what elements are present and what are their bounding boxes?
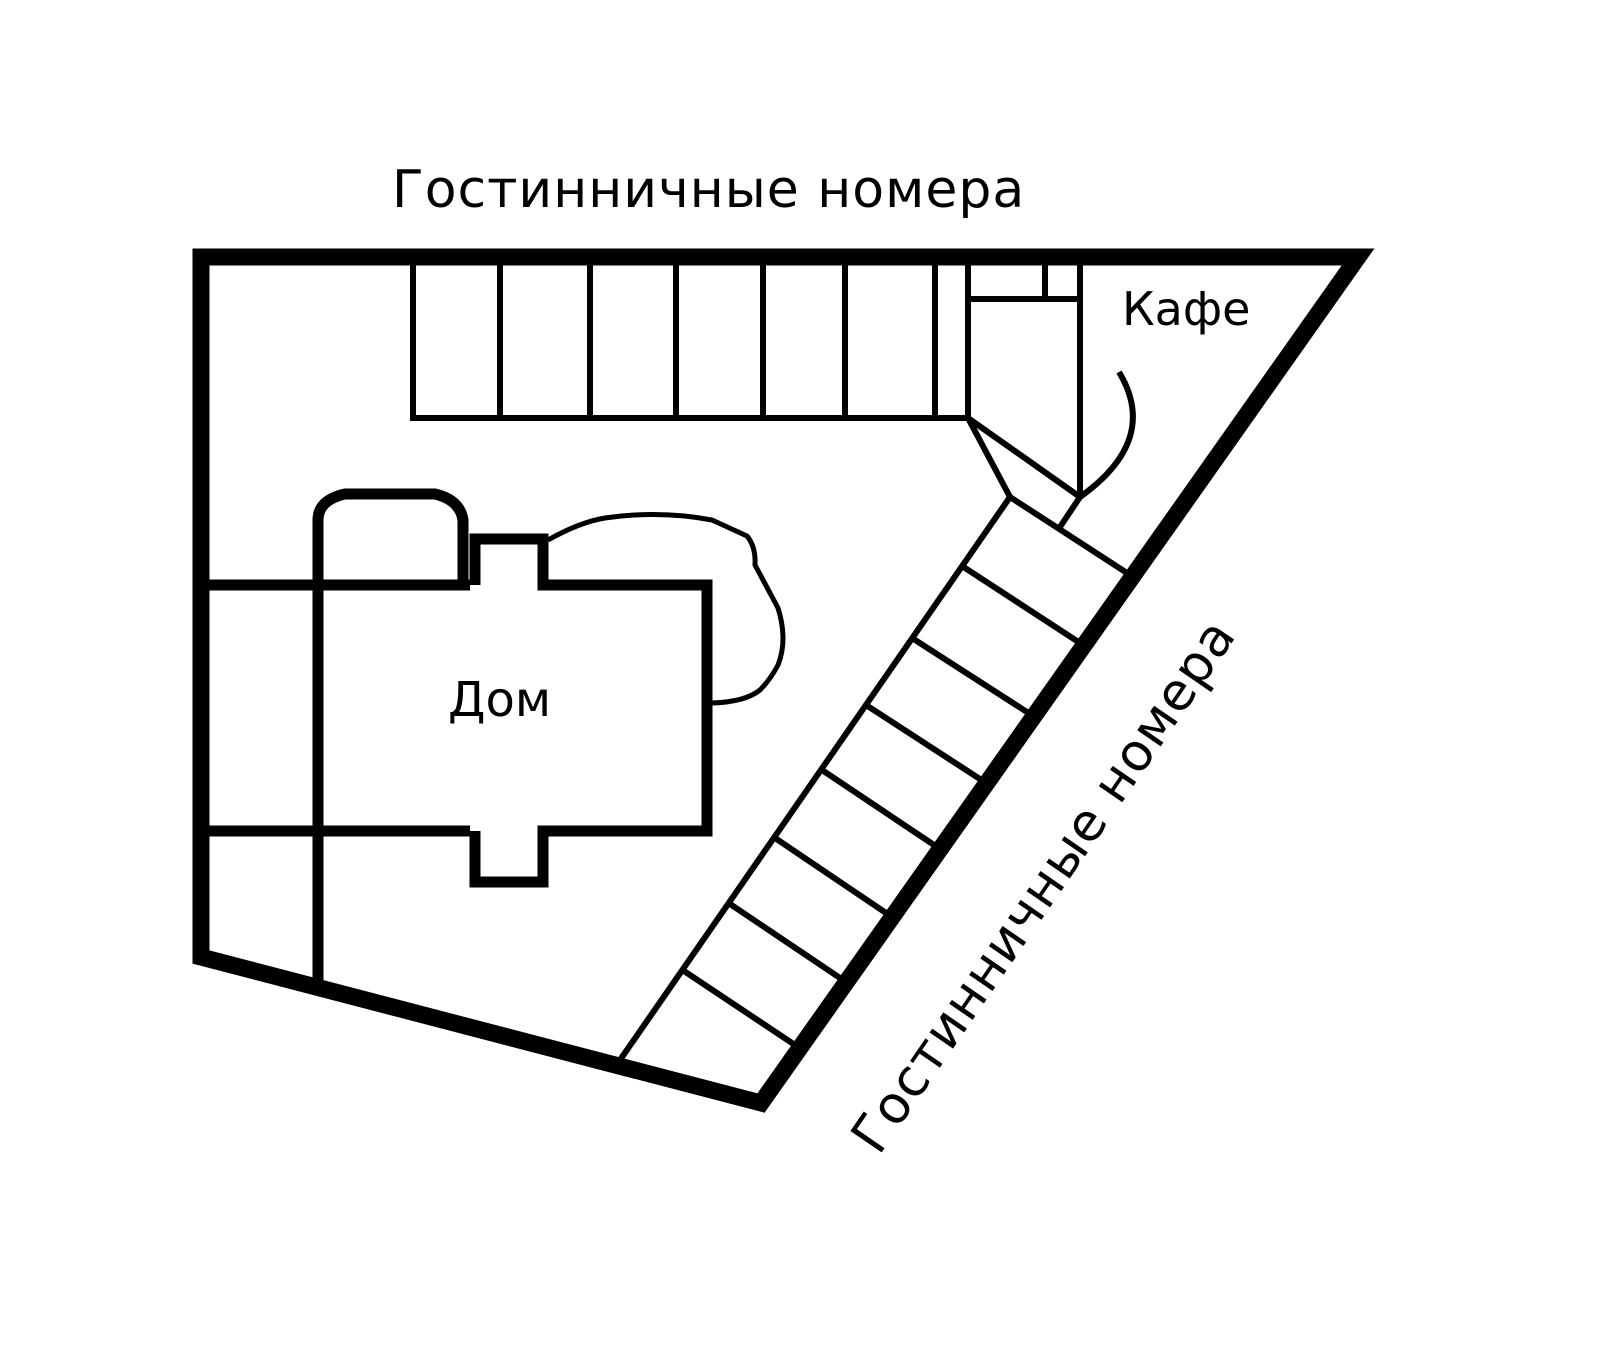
garden [546, 511, 786, 706]
outer-wall [192, 248, 1375, 1113]
cafe-label: Кафе [1122, 282, 1251, 336]
house-label: Дом [448, 672, 552, 728]
house [312, 488, 713, 888]
top-rooms [410, 265, 1136, 500]
left-rooms [208, 520, 470, 982]
top-rooms-label: Гостинничные номера [392, 160, 1026, 220]
diagonal-rooms [617, 494, 1129, 1062]
